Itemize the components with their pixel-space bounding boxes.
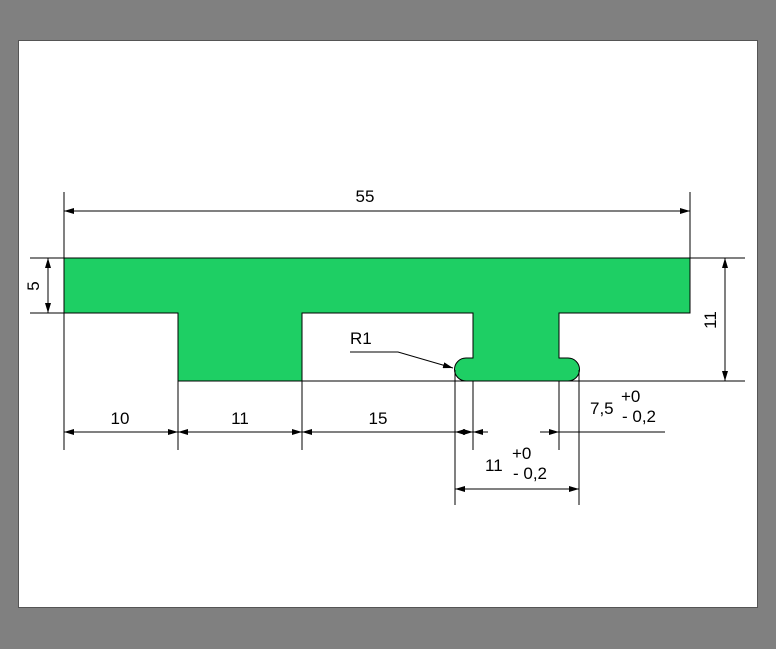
foot-width-upper-tol: +0 (512, 444, 531, 463)
rib-width-value: 7,5 (590, 399, 614, 418)
foot-width-value: 11 (485, 456, 503, 475)
profile-shape (63, 257, 691, 382)
dim-left-offset: 10 (111, 409, 130, 428)
radius-label: R1 (350, 329, 372, 348)
dim-total-height: 11 (701, 311, 720, 329)
extension-lines (30, 192, 745, 505)
dim-stem-gap: 15 (369, 409, 388, 428)
drawing-sheet (18, 40, 758, 608)
rib-width-lower-tol: - 0,2 (622, 407, 656, 426)
foot-width-lower-tol: - 0,2 (513, 464, 547, 483)
dim-stem-width: 11 (231, 409, 249, 428)
dim-overall-width: 55 (356, 187, 375, 206)
dimension-lines (45, 208, 728, 492)
dim-top-thickness: 5 (24, 281, 43, 290)
rib-width-upper-tol: +0 (621, 387, 640, 406)
